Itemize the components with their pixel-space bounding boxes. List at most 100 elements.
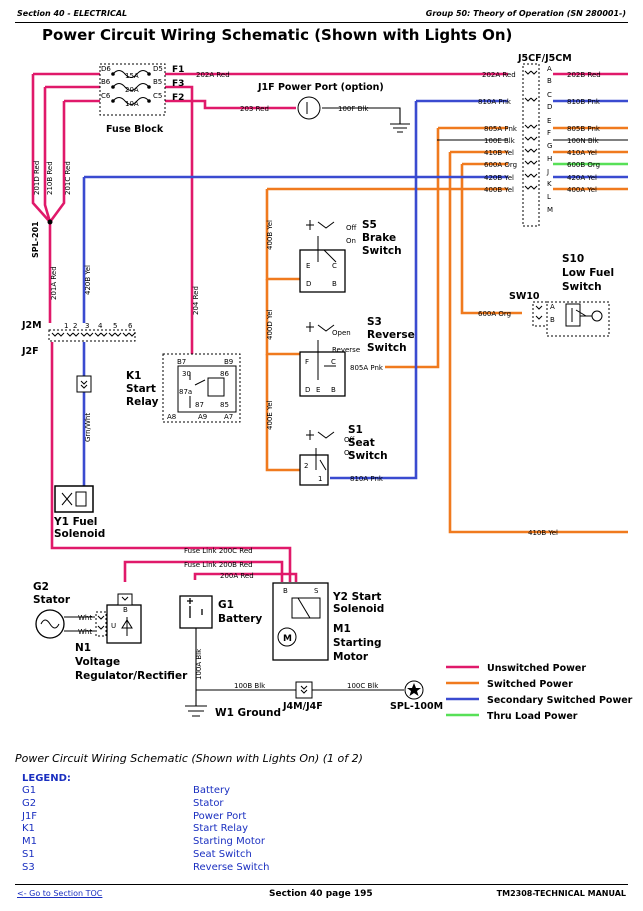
wiring-schematic: D6 B6 C6 D5 B5 C5 15A 20A 10A F1 F3 F2 F…: [21, 53, 633, 722]
j4-label: J4M/J4F: [282, 701, 323, 712]
svg-text:420B Yel: 420B Yel: [84, 265, 92, 295]
fuse-block-label: Fuse Block: [106, 124, 164, 135]
wire-200a: [193, 572, 298, 582]
svg-text:D: D: [305, 386, 310, 394]
manual-id: TM2308-TECHNICAL MANUAL: [496, 889, 626, 898]
svg-text:S: S: [314, 587, 319, 595]
svg-text:B9: B9: [224, 358, 233, 366]
svg-text:204 Red: 204 Red: [192, 286, 200, 315]
svg-text:B: B: [547, 77, 552, 85]
svg-text:E: E: [547, 117, 551, 125]
pin-d6: D6: [101, 65, 111, 73]
svg-text:Off: Off: [344, 436, 355, 444]
svg-text:202A Red: 202A Red: [196, 71, 230, 79]
wire-203: [165, 99, 296, 110]
w1-ground-label: W1 Ground: [215, 707, 281, 719]
svg-text:Fuse Link 200B Red: Fuse Link 200B Red: [184, 561, 253, 569]
page-number: Section 40 page 195: [269, 889, 373, 899]
svg-text:Wht: Wht: [78, 614, 92, 622]
svg-text:A: A: [547, 65, 552, 73]
wire-fuse-link-200b: [123, 560, 284, 582]
svg-text:Stator: Stator: [33, 594, 71, 606]
pin-c6: C6: [101, 92, 111, 100]
pin-b6: B6: [101, 78, 111, 86]
svg-text:Secondary Switched Power: Secondary Switched Power: [487, 695, 633, 706]
svg-text:Start: Start: [126, 383, 156, 395]
wire-810a-label: 810A Pnk: [350, 475, 384, 483]
wire-600a-label: 600A Org: [478, 310, 511, 318]
svg-text:C: C: [547, 91, 552, 99]
inline-connector-grnwht: [76, 375, 92, 393]
svg-text:2: 2: [73, 322, 77, 330]
svg-text:H: H: [547, 155, 552, 163]
pin-b5: B5: [153, 78, 162, 86]
svg-text:Switch: Switch: [348, 450, 388, 462]
svg-text:Open: Open: [332, 329, 351, 337]
svg-text:Brake: Brake: [362, 232, 396, 244]
svg-text:600A Org: 600A Org: [484, 161, 517, 169]
fuse-link-labels: Fuse Link 200C Red Fuse Link 200B Red 20…: [184, 547, 254, 580]
wire-400e: [265, 354, 300, 472]
svg-text:A7: A7: [224, 413, 233, 421]
svg-text:S3: S3: [367, 316, 382, 328]
wire-805a-label: 805A Pnk: [350, 364, 384, 372]
wire-201c: [48, 101, 66, 223]
svg-text:201D Red: 201D Red: [33, 161, 41, 195]
svg-text:5: 5: [113, 322, 117, 330]
wire-labels-vertical: 201D Red 210B Red 201C Red 201A Red 420B…: [33, 161, 274, 680]
fuse-f2: [111, 97, 151, 105]
svg-text:400E Yel: 400E Yel: [266, 400, 274, 430]
svg-text:4: 4: [98, 322, 103, 330]
fuse-f1-label: F1: [172, 65, 184, 75]
svg-text:C: C: [332, 262, 337, 270]
svg-text:805A Pnk: 805A Pnk: [484, 125, 518, 133]
spl201-splice: [47, 219, 53, 225]
svg-text:Solenoid: Solenoid: [54, 528, 105, 540]
svg-text:87: 87: [195, 401, 204, 409]
s5-brake-switch: Off On E C D B S5 Brake Switch: [299, 219, 402, 293]
svg-text:210B Red: 210B Red: [46, 161, 54, 195]
wire-805a-v: [385, 128, 440, 369]
wire-810a-v: [330, 101, 418, 480]
fuse-f3-label: F3: [172, 79, 184, 89]
svg-text:202B Red: 202B Red: [567, 71, 601, 79]
svg-text:G: G: [547, 142, 552, 150]
svg-text:100N Blk: 100N Blk: [567, 137, 600, 145]
svg-text:K1: K1: [126, 370, 141, 382]
group-label: Group 50: Theory of Operation (SN 280001…: [425, 9, 626, 18]
svg-text:K: K: [547, 180, 552, 188]
svg-text:Voltage: Voltage: [75, 656, 120, 668]
svg-text:Regulator/Rectifier: Regulator/Rectifier: [75, 670, 188, 682]
svg-text:Battery: Battery: [218, 613, 262, 625]
page-footer: <- Go to Section TOC Section 40 page 195…: [15, 884, 628, 905]
svg-text:100A Blk: 100A Blk: [195, 648, 203, 680]
svg-text:Off: Off: [346, 224, 357, 232]
svg-text:100C Blk: 100C Blk: [347, 682, 379, 690]
svg-text:410B Yel: 410B Yel: [484, 149, 514, 157]
section-toc-link[interactable]: <- Go to Section TOC: [17, 889, 103, 898]
sw10-label: SW10: [509, 291, 540, 302]
rating-10a: 10A: [125, 100, 139, 108]
svg-text:E: E: [316, 386, 320, 394]
svg-text:6: 6: [128, 322, 133, 330]
rating-15a: 15A: [125, 72, 139, 80]
svg-text:87a: 87a: [179, 388, 192, 396]
svg-text:810B Pnk: 810B Pnk: [567, 98, 601, 106]
svg-text:G1: G1: [218, 599, 234, 611]
svg-text:On: On: [346, 237, 356, 245]
svg-text:1: 1: [318, 475, 322, 483]
svg-text:86: 86: [220, 370, 229, 378]
svg-text:Seat: Seat: [348, 437, 375, 449]
wire-210b: [43, 87, 52, 223]
spl100-icon: [404, 680, 424, 700]
svg-text:Starting: Starting: [333, 637, 381, 649]
fuse-f2-label: F2: [172, 93, 184, 103]
svg-text:M1: M1: [333, 623, 351, 635]
svg-text:30: 30: [182, 370, 191, 378]
svg-text:On: On: [344, 449, 354, 457]
svg-text:Wht: Wht: [78, 628, 92, 636]
